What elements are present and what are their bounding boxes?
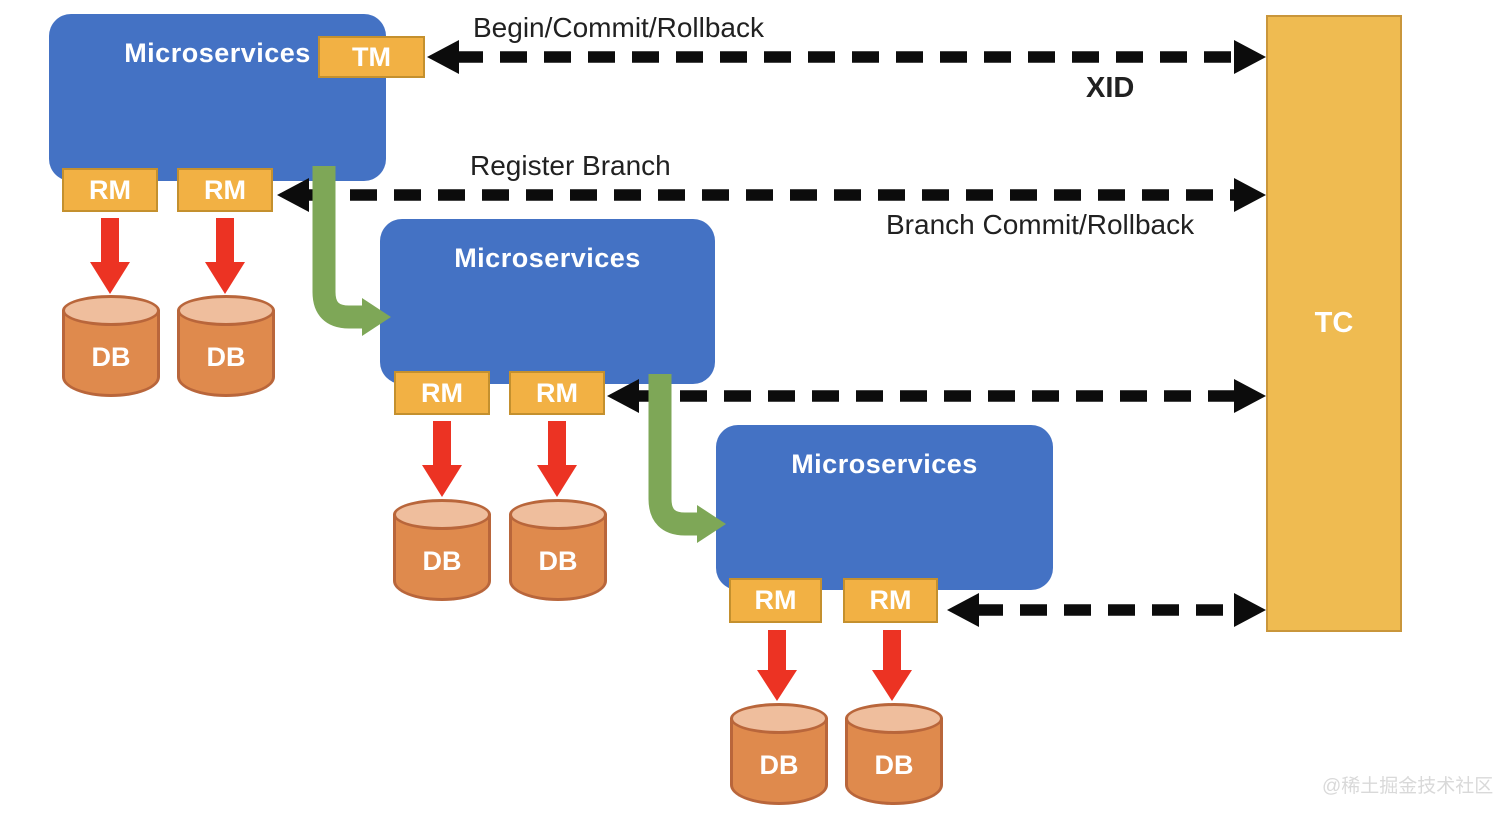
microservice-box-2: Microservices <box>380 219 715 384</box>
rm-badge-s1-1: RM <box>62 168 158 212</box>
db-cylinder-6: DB <box>845 703 943 805</box>
tm-badge: TM <box>318 36 425 78</box>
red-arrow-s2-db2 <box>537 421 577 497</box>
microservice-box-2-label: Microservices <box>454 243 641 273</box>
microservice-box-1-label: Microservices <box>124 38 311 68</box>
red-arrow-s1-db2 <box>205 218 245 294</box>
microservice-box-3: Microservices <box>716 425 1053 590</box>
db-cylinder-top <box>177 295 275 326</box>
db-cylinder-body: DB <box>62 310 160 397</box>
tc-box: TC <box>1266 15 1402 632</box>
db-cylinder-top <box>393 499 491 530</box>
db-cylinder-2: DB <box>177 295 275 397</box>
dashed-arrow-tm-tc <box>427 40 1266 74</box>
label-register-branch: Register Branch <box>470 150 671 181</box>
db-cylinder-body: DB <box>730 718 828 805</box>
db-cylinder-1: DB <box>62 295 160 397</box>
red-arrow-s1-db1 <box>90 218 130 294</box>
rm-badge-s3-1: RM <box>729 578 822 623</box>
rm-badge-s2-1: RM <box>394 371 490 415</box>
dashed-arrow-rm1-tc <box>277 178 1266 212</box>
db-cylinder-top <box>62 295 160 326</box>
label-xid: XID <box>1086 72 1135 104</box>
label-branch-commit-rollback: Branch Commit/Rollback <box>886 209 1195 240</box>
rm-badge-s2-2: RM <box>509 371 605 415</box>
rm-badge-s1-2: RM <box>177 168 273 212</box>
watermark: @稀土掘金技术社区 <box>1322 776 1494 797</box>
red-arrow-s3-db1 <box>757 630 797 701</box>
dashed-arrow-rm3-tc <box>947 593 1266 627</box>
db-cylinder-body: DB <box>177 310 275 397</box>
red-arrow-s3-db2 <box>872 630 912 701</box>
microservice-box-3-label: Microservices <box>791 449 978 479</box>
dashed-arrow-rm2-tc <box>607 379 1266 413</box>
db-cylinder-top <box>509 499 607 530</box>
db-cylinder-top <box>730 703 828 734</box>
db-cylinder-3: DB <box>393 499 491 601</box>
db-cylinder-5: DB <box>730 703 828 805</box>
db-cylinder-4: DB <box>509 499 607 601</box>
db-cylinder-top <box>845 703 943 734</box>
tc-label: TC <box>1314 307 1354 339</box>
red-arrow-s2-db1 <box>422 421 462 497</box>
label-begin-commit-rollback: Begin/Commit/Rollback <box>473 12 764 43</box>
rm-badge-s3-2: RM <box>843 578 938 623</box>
